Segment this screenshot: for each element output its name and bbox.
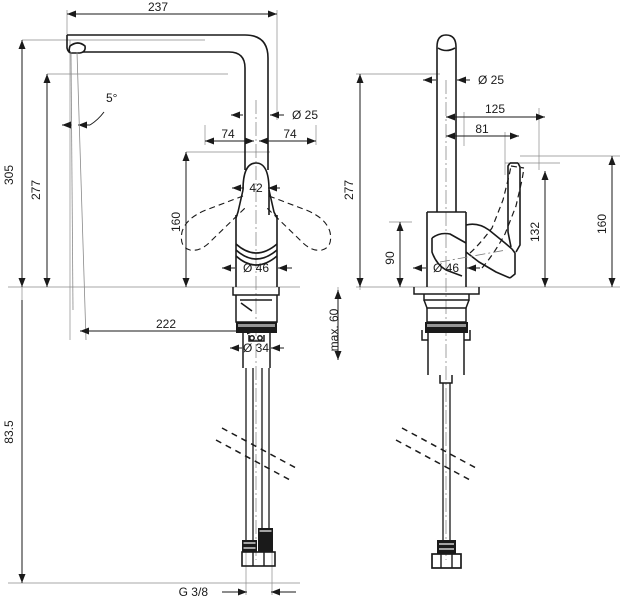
label-160-front: 160 bbox=[169, 212, 183, 232]
side-lever-centreline bbox=[439, 249, 507, 263]
dimension-labels: 237 305 277 5° Ø 25 74 74 42 160 Ø 46 22… bbox=[2, 0, 609, 599]
label-222: 222 bbox=[156, 317, 176, 331]
side-lever-solid bbox=[431, 162, 521, 279]
side-hose-fittings bbox=[431, 540, 462, 569]
label-835: 83.5 bbox=[2, 420, 16, 444]
side-thread-band bbox=[425, 322, 468, 333]
label-160-side: 160 bbox=[595, 214, 609, 234]
label-d25-front: Ø 25 bbox=[292, 108, 318, 122]
leader-5deg bbox=[89, 111, 105, 126]
side-shank bbox=[421, 330, 471, 384]
label-g38: G 3/8 bbox=[179, 585, 209, 599]
front-hoses bbox=[245, 368, 270, 540]
label-125: 125 bbox=[485, 102, 505, 116]
label-d46-front: Ø 46 bbox=[243, 261, 269, 275]
label-277-front: 277 bbox=[29, 180, 43, 200]
label-90: 90 bbox=[383, 251, 397, 265]
angle-tilt-line bbox=[76, 51, 87, 341]
label-237: 237 bbox=[148, 0, 168, 14]
side-hoses bbox=[442, 383, 451, 540]
label-277-side: 277 bbox=[342, 180, 356, 200]
label-81: 81 bbox=[475, 122, 489, 136]
side-lever-phantom bbox=[469, 165, 525, 269]
label-d25-side: Ø 25 bbox=[478, 73, 504, 87]
front-hose-fittings bbox=[241, 528, 276, 567]
front-thread-band bbox=[236, 322, 277, 333]
dimension-lines bbox=[18, 10, 616, 596]
label-max60: max. 60 bbox=[327, 308, 341, 351]
label-74-right: 74 bbox=[283, 127, 297, 141]
front-shank bbox=[242, 333, 271, 368]
front-break-marks bbox=[215, 427, 297, 481]
label-132: 132 bbox=[528, 222, 542, 242]
label-5deg: 5° bbox=[106, 91, 118, 105]
label-d34: Ø 34 bbox=[243, 341, 269, 355]
label-42: 42 bbox=[249, 181, 263, 195]
label-305: 305 bbox=[2, 165, 16, 185]
label-d46-side: Ø 46 bbox=[433, 261, 459, 275]
centre-lines bbox=[255, 80, 447, 560]
label-74-left: 74 bbox=[221, 127, 235, 141]
side-view-body bbox=[426, 34, 467, 287]
angle-ref-line bbox=[70, 51, 74, 311]
side-break-marks bbox=[395, 427, 477, 481]
